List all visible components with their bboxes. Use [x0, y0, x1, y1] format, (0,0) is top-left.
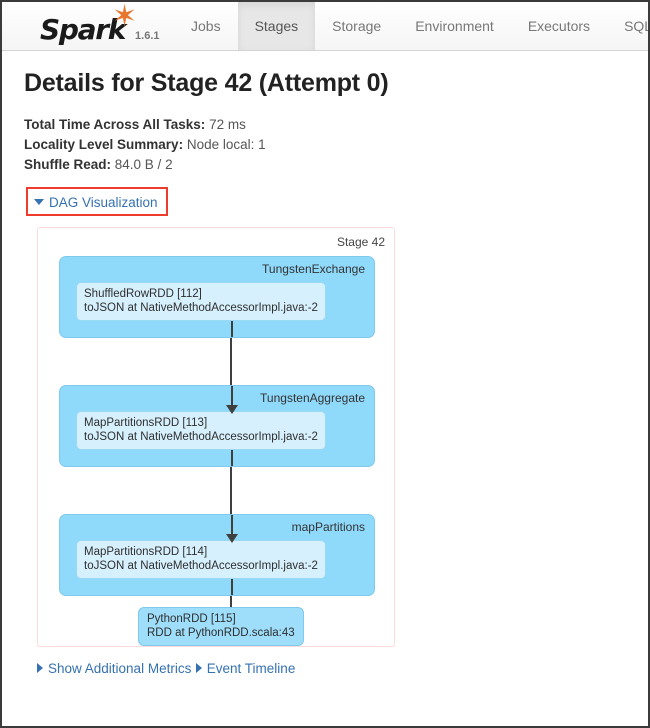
dag-node-label: TungstenExchange	[262, 262, 365, 276]
rdd-name: ShuffledRowRDD [112]	[84, 288, 202, 300]
caret-right-icon	[195, 663, 202, 673]
rdd-name: MapPartitionsRDD [113]	[84, 417, 208, 429]
summary-value-locality: Node local: 1	[186, 137, 266, 152]
main-content: Details for Stage 42 (Attempt 0) Total T…	[2, 51, 648, 680]
rdd-box-mappartitionsrdd-114[interactable]: MapPartitionsRDD [114] toJSON at NativeM…	[76, 540, 326, 579]
spark-logo: Spark ✶	[40, 2, 137, 46]
version-label: 1.6.1	[135, 30, 160, 42]
tab-jobs[interactable]: Jobs	[174, 2, 238, 50]
dag-node-tungsten-exchange[interactable]: TungstenExchange ShuffledRowRDD [112] to…	[59, 256, 375, 338]
dag-arrowhead	[226, 534, 238, 543]
dag-edge-segment	[231, 321, 233, 337]
dag-arrowhead	[226, 405, 238, 414]
summary-label-total-time: Total Time Across All Tasks:	[24, 117, 206, 132]
tab-storage[interactable]: Storage	[315, 2, 398, 50]
dag-visualization-container: Stage 42 TungstenExchange ShuffledRowRDD…	[37, 227, 395, 647]
summary-row-total-time: Total Time Across All Tasks: 72 ms	[24, 115, 626, 135]
footer-links: Show Additional Metrics Event Timeline	[37, 660, 626, 680]
brand-name: Spark	[40, 13, 126, 46]
dag-node-stack: TungstenExchange ShuffledRowRDD [112] to…	[59, 256, 375, 637]
summary-label-locality: Locality Level Summary:	[24, 137, 184, 152]
caret-right-icon	[37, 663, 43, 673]
tab-sql[interactable]: SQL	[607, 2, 650, 50]
rdd-name: PythonRDD [115]	[147, 613, 236, 625]
dag-edge-segment	[231, 386, 233, 405]
dag-visualization-toggle[interactable]: DAG Visualization	[34, 195, 158, 210]
summary-row-locality: Locality Level Summary: Node local: 1	[24, 135, 626, 155]
dag-edge-line	[230, 467, 232, 514]
tab-jobs-label: Jobs	[191, 18, 221, 34]
event-timeline-toggle[interactable]: Event Timeline	[195, 660, 296, 676]
tab-stages[interactable]: Stages	[237, 2, 316, 50]
dag-visualization-highlight: DAG Visualization	[26, 187, 168, 216]
star-icon: ✶	[112, 0, 137, 34]
summary-label-shuffle-read: Shuffle Read:	[24, 157, 112, 172]
caret-down-icon	[34, 199, 44, 205]
dag-node-mappartitions[interactable]: mapPartitions MapPartitionsRDD [114] toJ…	[59, 514, 375, 596]
rdd-box-mappartitionsrdd-113[interactable]: MapPartitionsRDD [113] toJSON at NativeM…	[76, 411, 326, 450]
rdd-call-site: toJSON at NativeMethodAccessorImpl.java:…	[84, 431, 318, 443]
nav-tabs: Jobs Stages Storage Environment Executor…	[174, 2, 650, 50]
tab-environment-label: Environment	[415, 18, 494, 34]
tab-stages-label: Stages	[254, 18, 299, 34]
page-title: Details for Stage 42 (Attempt 0)	[24, 69, 389, 97]
rdd-name: MapPartitionsRDD [114]	[84, 546, 208, 558]
navbar: Spark ✶ 1.6.1 Jobs Stages Storage Enviro…	[2, 2, 648, 51]
tab-executors[interactable]: Executors	[511, 2, 607, 50]
rdd-box-shuffledrowrdd[interactable]: ShuffledRowRDD [112] toJSON at NativeMet…	[76, 282, 326, 321]
dag-edge-segment	[231, 579, 233, 595]
dag-visualization-label: DAG Visualization	[49, 194, 158, 210]
dag-node-tungsten-aggregate[interactable]: TungstenAggregate MapPartitionsRDD [113]…	[59, 385, 375, 467]
summary-value-shuffle-read: 84.0 B / 2	[114, 157, 173, 172]
tab-executors-label: Executors	[527, 18, 591, 34]
dag-stage-label: Stage 42	[336, 235, 385, 249]
dag-edge-segment	[231, 515, 233, 534]
dag-node-pythonrdd[interactable]: PythonRDD [115] RDD at PythonRDD.scala:4…	[138, 607, 304, 646]
brand[interactable]: Spark ✶ 1.6.1	[2, 2, 160, 50]
rdd-call-site: RDD at PythonRDD.scala:43	[147, 627, 295, 639]
event-timeline-label: Event Timeline	[206, 660, 296, 676]
dag-edge-line	[230, 338, 232, 385]
tab-sql-label: SQL	[624, 18, 650, 34]
dag-node-label: mapPartitions	[291, 520, 365, 534]
tab-storage-label: Storage	[332, 18, 382, 34]
rdd-call-site: toJSON at NativeMethodAccessorImpl.java:…	[84, 560, 318, 572]
show-additional-metrics-label: Show Additional Metrics	[48, 660, 192, 676]
dag-edge-2	[59, 467, 375, 514]
stage-summary: Total Time Across All Tasks: 72 ms Local…	[24, 115, 626, 175]
summary-value-total-time: 72 ms	[209, 117, 246, 132]
rdd-call-site: toJSON at NativeMethodAccessorImpl.java:…	[84, 302, 318, 314]
dag-edge-1	[59, 338, 375, 385]
dag-node-label: TungstenAggregate	[260, 391, 365, 405]
show-additional-metrics-toggle[interactable]: Show Additional Metrics	[37, 661, 191, 676]
tab-environment[interactable]: Environment	[398, 2, 511, 50]
dag-edge-segment	[231, 450, 233, 466]
summary-row-shuffle-read: Shuffle Read: 84.0 B / 2	[24, 155, 626, 175]
